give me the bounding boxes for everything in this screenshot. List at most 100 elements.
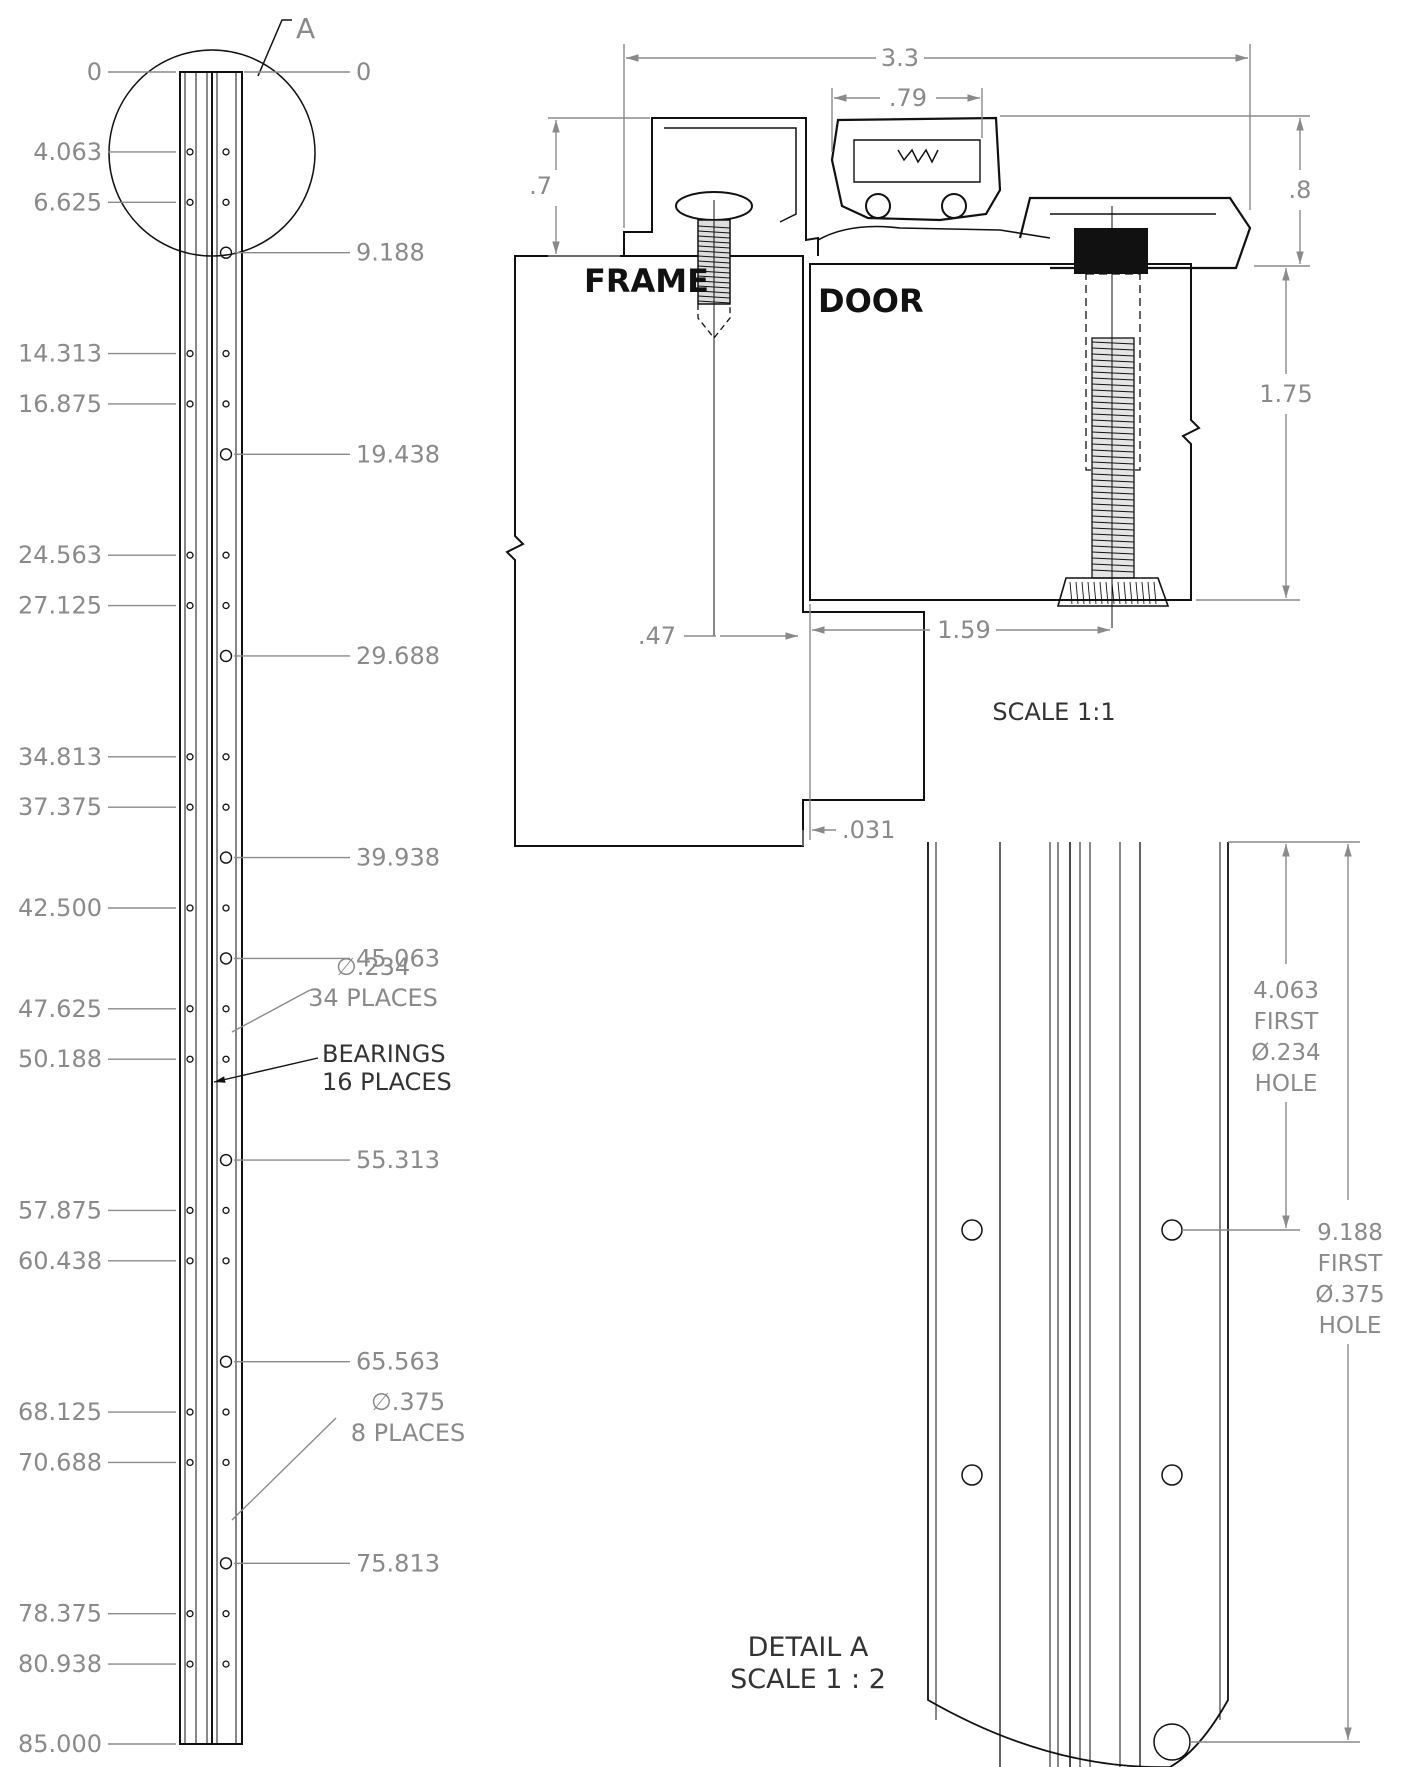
- dim-knuckle-width: .79: [889, 84, 927, 112]
- small-hole: [186, 349, 194, 358]
- small-hole: [186, 1458, 194, 1467]
- left-dimension-label: 57.875: [18, 1196, 102, 1224]
- left-dimension-label: 50.188: [18, 1045, 102, 1073]
- right-dimension-label: 0: [356, 58, 371, 86]
- svg-text:34 PLACES: 34 PLACES: [308, 984, 438, 1012]
- left-dimension-group: 0 4.063 6.625 14.313 16.875 24.563 27.125 34.81…: [18, 58, 176, 1758]
- right-dimension-label: 45.063: [356, 944, 440, 972]
- small-hole: [961, 1219, 983, 1241]
- svg-text:FIRST: FIRST: [1318, 1251, 1384, 1277]
- small-hole: [186, 1005, 194, 1013]
- small-hole: [186, 400, 194, 408]
- small-hole: [222, 803, 230, 811]
- svg-text:4.063: 4.063: [1253, 978, 1319, 1004]
- dim-door-leaf-height: .8: [1289, 176, 1312, 204]
- left-dimension-label: 80.938: [18, 1650, 102, 1678]
- small-hole: [186, 1660, 194, 1668]
- right-dimension-label: 55.313: [356, 1146, 440, 1174]
- left-dimension-label: 34.813: [18, 743, 102, 771]
- large-hole: [219, 649, 233, 663]
- section-scale: SCALE 1:1: [992, 698, 1115, 726]
- left-dimension-label: 16.875: [18, 390, 102, 418]
- frame-label: FRAME: [584, 262, 709, 300]
- small-hole: [186, 803, 194, 811]
- large-hole: [219, 851, 233, 864]
- large-hole: [1153, 1723, 1191, 1761]
- bearings-note: BEARINGS 16 PLACES: [213, 1040, 452, 1096]
- small-hole: [186, 1206, 194, 1215]
- small-hole: [1161, 1219, 1183, 1241]
- small-hole: [186, 1610, 194, 1618]
- left-dimension-label: 68.125: [18, 1398, 102, 1426]
- left-dimension-label: 24.563: [18, 541, 102, 569]
- left-dimension-label: 42.500: [18, 894, 102, 922]
- right-dimension-label: 39.938: [356, 844, 440, 872]
- small-hole: [222, 904, 230, 912]
- svg-text:∅.234: ∅.234: [336, 953, 410, 981]
- svg-text:HOLE: HOLE: [1319, 1313, 1382, 1339]
- large-hole: [219, 1153, 233, 1167]
- left-dimension-label: 47.625: [18, 995, 102, 1023]
- small-hole: [186, 601, 194, 610]
- small-hole: [222, 1408, 230, 1416]
- detail-title: DETAIL A: [748, 1632, 869, 1663]
- right-dimension-label: 9.188: [356, 239, 425, 267]
- svg-text:Ø.375: Ø.375: [1315, 1282, 1384, 1308]
- dim-frame-offset: .47: [638, 622, 676, 650]
- small-hole: [186, 904, 194, 912]
- left-dimension-label: 14.313: [18, 340, 102, 368]
- hinge-section-view: [505, 116, 1252, 847]
- small-hole-note: ∅.234 34 PLACES: [231, 953, 438, 1033]
- small-hole: [186, 1257, 194, 1265]
- right-dimension-label: 29.688: [356, 642, 440, 670]
- detail-callout-label: A: [296, 12, 315, 45]
- hinge-elevation: [108, 49, 316, 1745]
- small-hole: [222, 551, 230, 559]
- small-hole: [222, 198, 230, 206]
- left-dimension-label: 6.625: [33, 188, 102, 216]
- left-dimension-label: 37.375: [18, 793, 102, 821]
- left-dimension-label: 60.438: [18, 1247, 102, 1275]
- left-dimension-label: 4.063: [33, 138, 102, 166]
- svg-text:∅.375: ∅.375: [371, 1388, 445, 1416]
- dim-overall-width: 3.3: [881, 44, 919, 72]
- small-hole: [222, 1206, 230, 1215]
- svg-text:BEARINGS: BEARINGS: [322, 1040, 446, 1068]
- small-hole: [186, 753, 194, 761]
- small-hole: [222, 349, 230, 358]
- section-dimensions: 3.3 .79 .7 .8 1.75 .47 1.59: [529, 44, 1313, 846]
- left-dimension-label: 0: [87, 58, 102, 86]
- large-hole: [219, 1355, 233, 1368]
- small-hole: [186, 1055, 194, 1063]
- small-hole: [186, 551, 194, 559]
- dim-frame-leaf-height: .7: [529, 172, 552, 200]
- small-hole: [222, 148, 230, 156]
- small-hole: [222, 400, 230, 408]
- small-hole: [186, 198, 194, 206]
- left-dimension-label: 78.375: [18, 1600, 102, 1628]
- dim-gap: .031: [842, 816, 895, 844]
- svg-text:HOLE: HOLE: [1255, 1071, 1318, 1097]
- small-hole: [222, 753, 230, 761]
- left-dimension-label: 27.125: [18, 592, 102, 620]
- right-dimension-group: 09.18819.43829.68839.93845.06355.31365.5…: [234, 58, 440, 1577]
- large-hole: [219, 246, 233, 259]
- svg-text:Ø.234: Ø.234: [1251, 1040, 1320, 1066]
- detail-dimensions: 4.063 FIRST Ø.234 HOLE 9.188 FIRST Ø.375…: [1182, 841, 1385, 1743]
- dim-door-offset: 1.59: [937, 616, 990, 644]
- large-hole: [219, 952, 233, 965]
- left-dimension-label: 70.688: [18, 1448, 102, 1476]
- svg-text:FIRST: FIRST: [1254, 1009, 1320, 1035]
- small-hole: [222, 601, 230, 610]
- dim-door-thickness: 1.75: [1259, 380, 1312, 408]
- detail-scale: SCALE 1 : 2: [730, 1664, 886, 1695]
- small-hole: [222, 1055, 230, 1063]
- svg-text:8 PLACES: 8 PLACES: [351, 1419, 465, 1447]
- small-hole: [186, 148, 194, 156]
- small-hole: [1161, 1464, 1183, 1486]
- right-dimension-label: 19.438: [356, 440, 440, 468]
- left-dimension-label: 85.000: [18, 1730, 102, 1758]
- small-hole: [222, 1257, 230, 1265]
- large-hole-note: ∅.375 8 PLACES: [231, 1388, 465, 1521]
